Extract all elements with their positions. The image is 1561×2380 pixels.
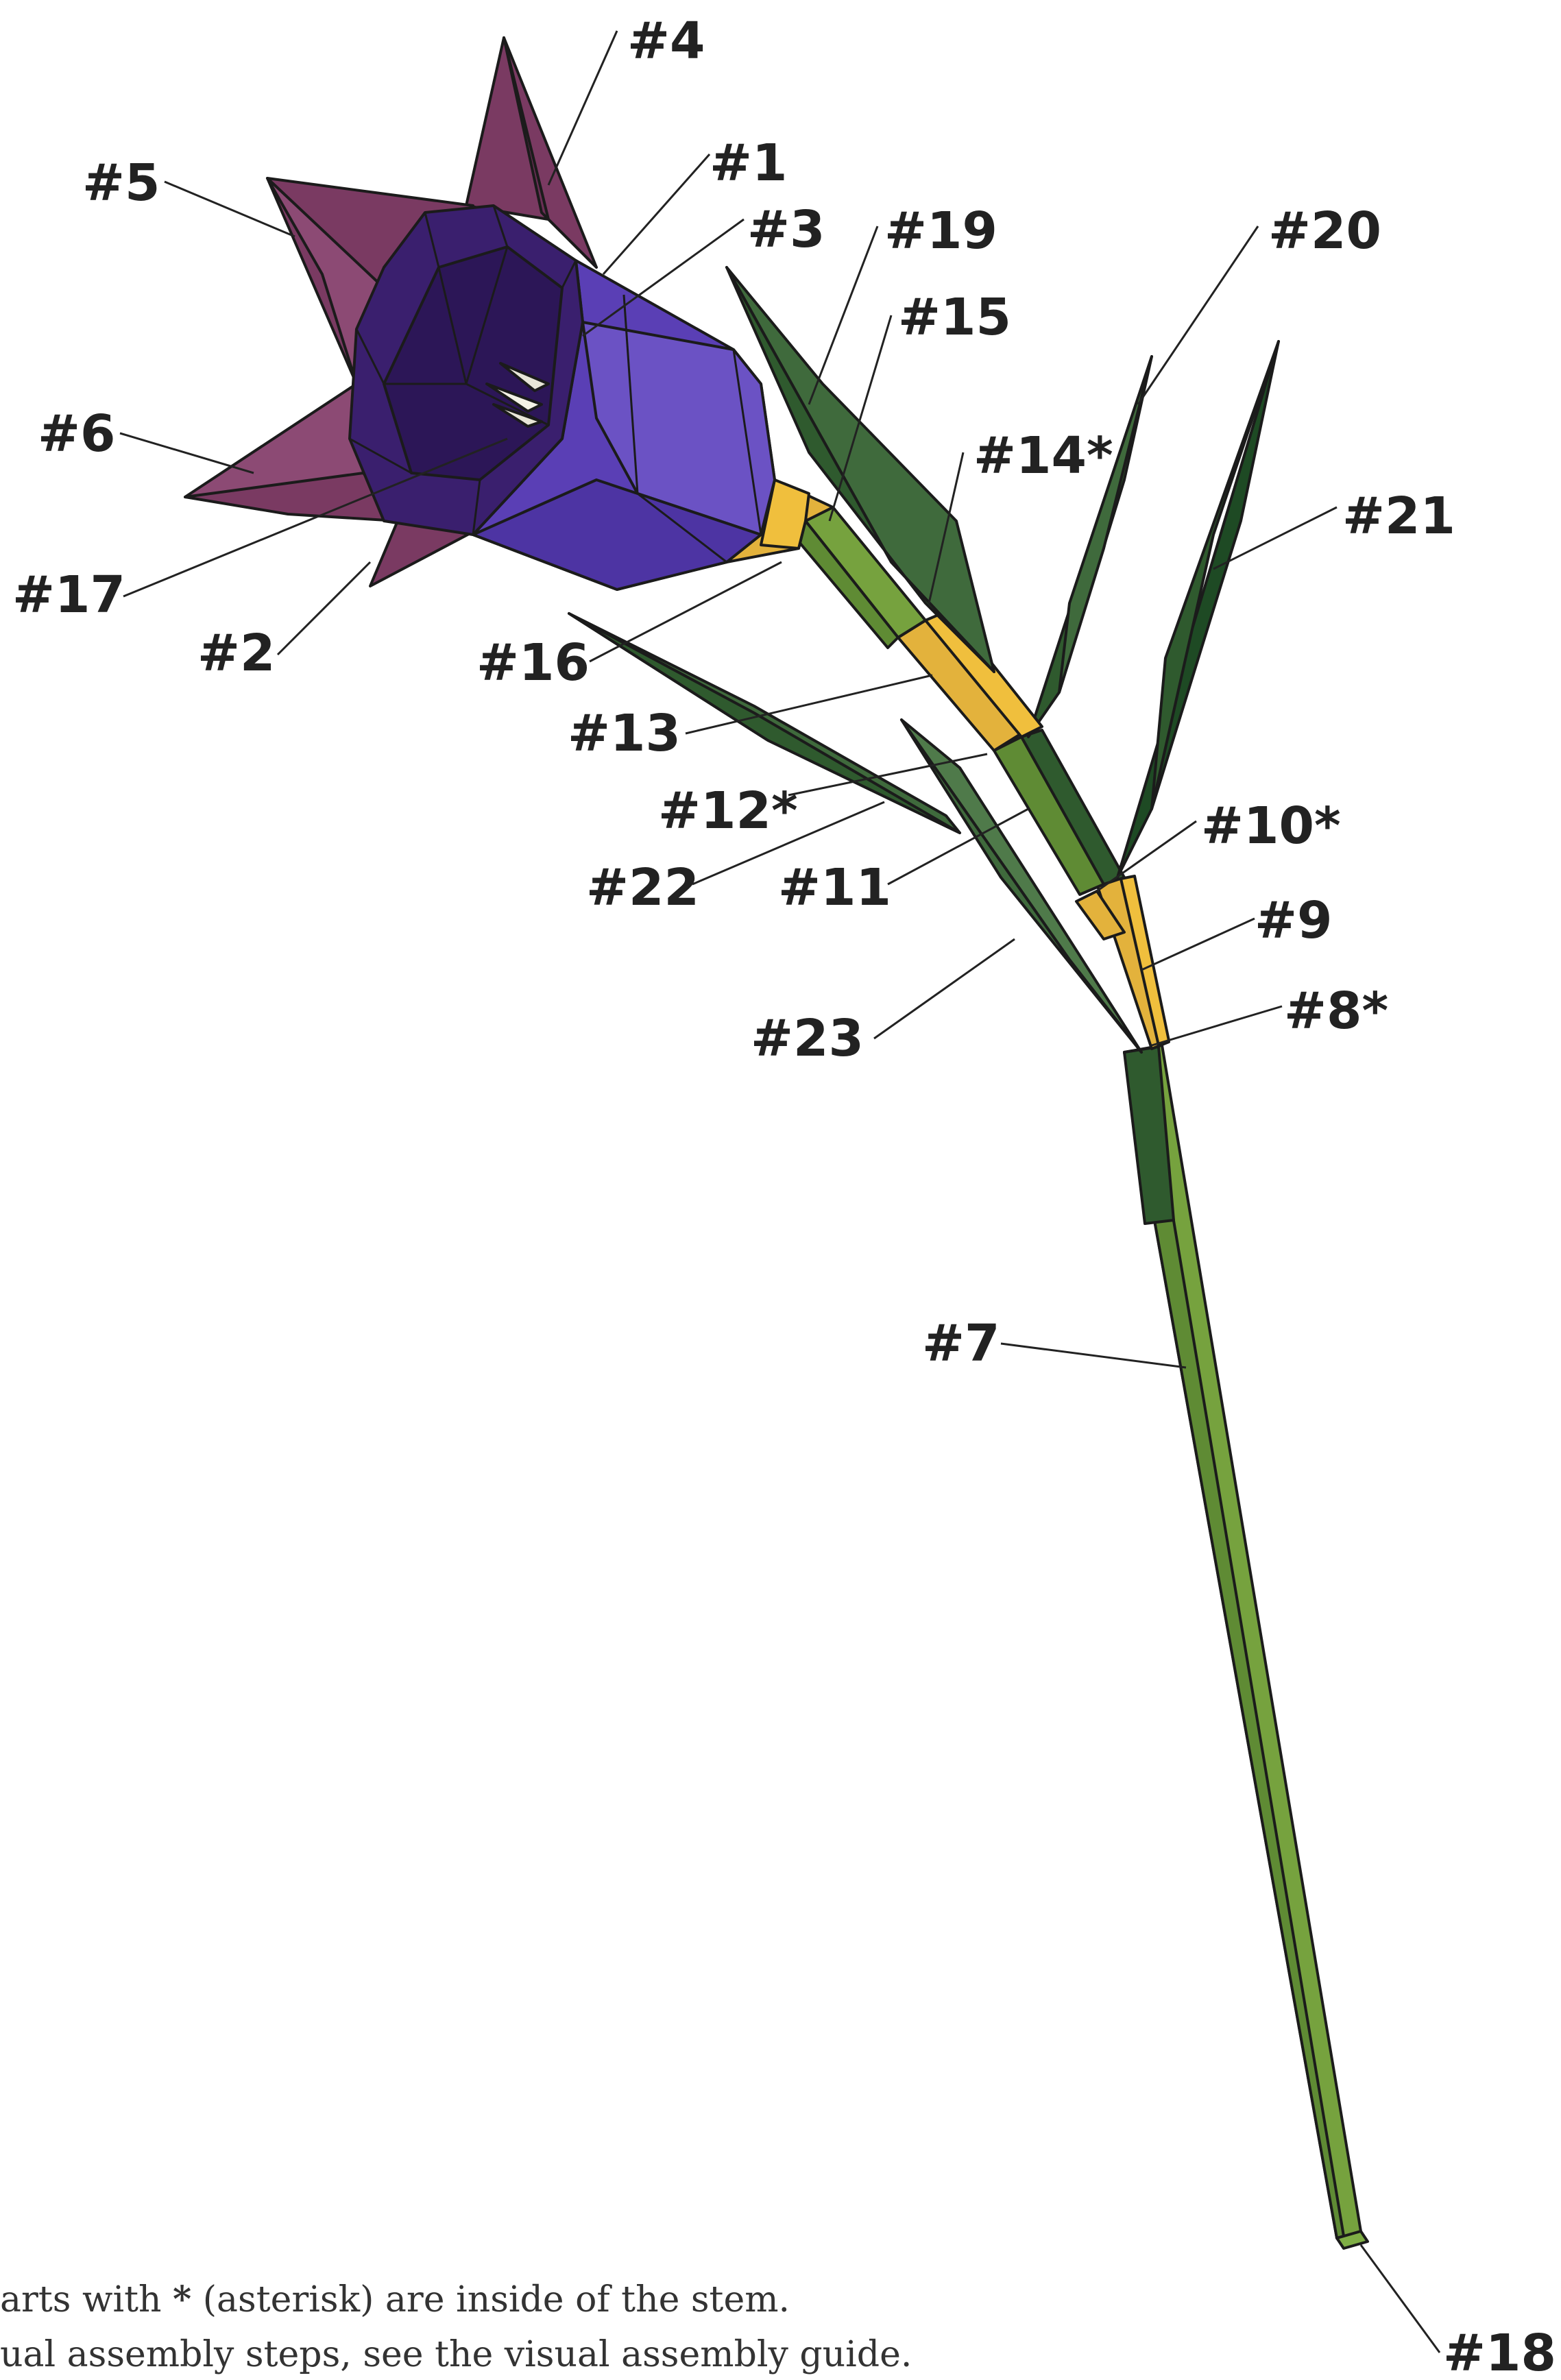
label-part-4: #4 <box>627 12 705 71</box>
label-part-19: #19 <box>884 202 997 260</box>
label-part-12: #12* <box>658 781 798 840</box>
label-part-9: #9 <box>1255 891 1333 950</box>
label-part-6: #6 <box>38 404 116 463</box>
label-part-20: #20 <box>1268 202 1381 260</box>
label-part-2: #2 <box>197 624 276 683</box>
leader-20 <box>1138 226 1258 404</box>
label-part-14: #14* <box>973 426 1113 485</box>
label-part-8: #8* <box>1284 982 1388 1041</box>
label-part-10: #10* <box>1201 797 1341 855</box>
leader-7 <box>1001 1344 1186 1368</box>
label-part-5: #5 <box>82 154 160 212</box>
label-part-3: #3 <box>747 200 825 259</box>
label-part-23: #23 <box>751 1009 864 1068</box>
label-part-11: #11 <box>778 858 891 917</box>
leaf-part-20 <box>1028 356 1152 737</box>
label-part-18: #18 <box>1443 2324 1556 2380</box>
leader-9 <box>1141 919 1255 970</box>
leader-2 <box>278 562 370 655</box>
label-part-13: #13 <box>568 704 681 763</box>
label-part-7: #7 <box>922 1314 1000 1373</box>
footnote-line-1: arts with * (asterisk) are inside of the… <box>0 2279 790 2320</box>
label-part-1: #1 <box>710 134 788 193</box>
stem-part-7 <box>1124 1045 1368 2248</box>
leader-4 <box>548 31 617 185</box>
label-part-16: #16 <box>476 633 590 692</box>
label-part-22: #22 <box>586 858 699 917</box>
label-part-15: #15 <box>898 288 1011 347</box>
footnote-line-2: ual assembly steps, see the visual assem… <box>0 2334 912 2375</box>
label-part-21: #21 <box>1342 487 1455 546</box>
leader-6 <box>120 433 254 473</box>
label-part-17: #17 <box>12 566 125 624</box>
leader-23 <box>874 939 1015 1039</box>
leader-8 <box>1152 1006 1282 1045</box>
footnote: arts with * (asterisk) are inside of the… <box>0 2279 912 2375</box>
leader-18 <box>1361 2245 1440 2353</box>
